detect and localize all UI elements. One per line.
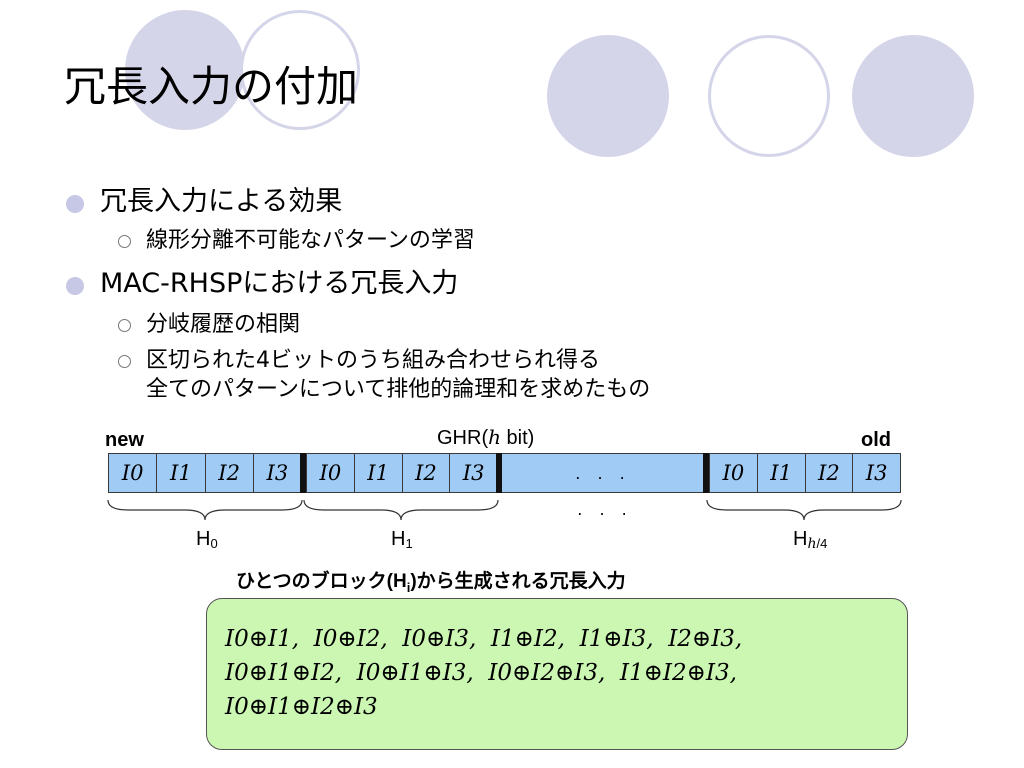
new-label: new <box>105 429 144 451</box>
slide-title: 冗長入力の付加 <box>64 62 359 111</box>
brace-h1 <box>303 499 499 521</box>
decor-ring-1 <box>240 10 360 130</box>
redundant-input-caption: ひとつのブロック(Hi)から生成される冗長入力 <box>236 571 626 595</box>
register-group-h1: I0 I1 I2 I3 <box>306 453 498 493</box>
formula-box <box>206 598 908 750</box>
decor-ring-2 <box>708 35 830 157</box>
bullet-2-sub-2: 区切られた4ビットのうち組み合わせられ得る <box>146 348 600 373</box>
brace-h0 <box>107 499 303 521</box>
group-separator <box>703 453 709 493</box>
sub-bullet-ring <box>118 235 131 248</box>
decor-circle-2 <box>547 35 669 157</box>
formula-line-1: I0⊕I1, I0⊕I2, I0⊕I3, I1⊕I2, I1⊕I3, I2⊕I3… <box>225 626 743 652</box>
decor-circle-1 <box>125 10 245 130</box>
register-cell: I0 <box>710 454 758 492</box>
register-cell: I3 <box>865 461 888 485</box>
ghr-label: GHR(h bit) <box>437 425 535 449</box>
group-label-h1: H1 <box>391 528 413 551</box>
brace-hlast <box>706 499 902 521</box>
group-label-hlast: Hh/4 <box>793 528 828 552</box>
group-separator <box>496 453 502 493</box>
register-cell: I0 <box>109 454 158 492</box>
register-group-hlast: I0 I1 I2 I3 <box>709 453 901 493</box>
old-label: old <box>861 429 891 451</box>
group-separator <box>300 453 306 493</box>
sub-bullet-ring <box>118 319 131 332</box>
register-cell: I1 <box>355 454 403 492</box>
register-group-h0: I0 I1 I2 I3 <box>108 453 302 493</box>
formula-line-3: I0⊕I1⊕I2⊕I3 <box>225 694 378 720</box>
decor-circle-3 <box>852 35 974 157</box>
sub-bullet-ring <box>118 355 131 368</box>
bullet-2-sub-2-cont: 全てのパターンについて排他的論理和を求めたもの <box>146 377 651 402</box>
register-cell: I2 <box>206 454 254 492</box>
group-label-h0: H0 <box>196 528 218 551</box>
bullet-dot-2 <box>66 277 84 295</box>
register-cell: I3 <box>462 461 485 485</box>
register-cell: I0 <box>307 454 355 492</box>
register-ellipsis: . . . <box>502 453 704 493</box>
register-cell: I2 <box>403 454 451 492</box>
formula-line-2: I0⊕I1⊕I2, I0⊕I1⊕I3, I0⊕I2⊕I3, I1⊕I2⊕I3, <box>225 660 737 686</box>
bullet-1-sub-1: 線形分離不可能なパターンの学習 <box>146 228 475 253</box>
register-cell: I1 <box>157 454 206 492</box>
bullet-2: MAC-RHSPにおける冗長入力 <box>100 268 459 299</box>
bullet-1: 冗長入力による効果 <box>100 186 343 217</box>
register-cell: I2 <box>806 454 854 492</box>
bullet-dot-1 <box>66 195 84 213</box>
register-cell: I1 <box>758 454 806 492</box>
register-cell: I3 <box>266 461 289 485</box>
bullet-2-sub-1: 分岐履歴の相関 <box>146 312 301 337</box>
brace-ellipsis: . . . <box>577 500 633 519</box>
